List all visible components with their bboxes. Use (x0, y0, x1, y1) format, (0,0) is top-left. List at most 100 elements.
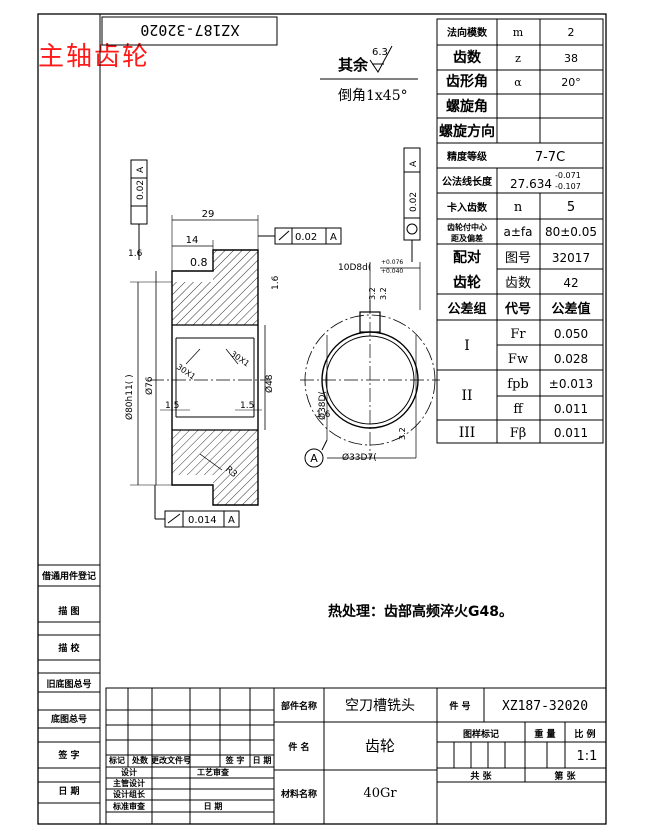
param-name-direction: 螺旋方向 (439, 123, 495, 140)
tol-left-ref: A (136, 166, 146, 173)
mating-label-2: 齿轮 (453, 274, 481, 291)
tb-stage-label: 图样标记 (463, 728, 499, 740)
dim-chamfer-2: 30X1 (229, 349, 251, 368)
span-teeth-label: 卡入齿数 (447, 201, 488, 214)
mating-fig-label: 图号 (505, 251, 531, 266)
dim-r3-2-b: 3.2 (379, 287, 388, 300)
left-label-date: 日 期 (58, 785, 79, 797)
dim-1-6-end: 1.6 (316, 410, 331, 420)
tol-group-1: I (464, 338, 470, 354)
param-value-module: 2 (568, 26, 575, 39)
dim-key: 10D8d( (338, 263, 371, 273)
dim-76: Ø76 (144, 376, 155, 395)
tolerance-frame-left (130, 159, 148, 260)
tolerance-group-header: 公差组 (447, 301, 486, 317)
accuracy-label: 精度等级 (447, 150, 488, 163)
tb-material-label: 材料名称 (280, 788, 317, 800)
left-label-old: 旧底图总号 (46, 678, 91, 690)
left-label-base: 底图总号 (51, 713, 87, 725)
tol-value-fw: 0.028 (554, 352, 588, 366)
dim-chamfer-1: 30X1 (175, 362, 197, 381)
tol-value-fpb: ±0.013 (549, 377, 593, 391)
title-block (105, 687, 607, 825)
tb-rev-date: 日 期 (253, 755, 272, 765)
gear-end-view (300, 147, 440, 468)
tolerance-value-header: 公差值 (551, 301, 590, 317)
tb-weight-label: 重 量 (534, 728, 555, 740)
tol-runout-ref: A (228, 515, 235, 526)
gear-section-view (130, 215, 270, 506)
param-symbol-teeth: z (515, 52, 521, 65)
dim-r3-2-a: 3.2 (368, 287, 377, 300)
tb-name: 齿轮 (365, 737, 395, 755)
tb-rev-mark: 标记 (108, 755, 125, 765)
center-distance-symbol: a±fa (504, 225, 533, 239)
mating-teeth-label: 齿数 (505, 276, 531, 291)
tb-name-label: 件 名 (288, 741, 309, 753)
param-name-teeth: 齿数 (453, 49, 482, 66)
tb-part-no: XZ187-32020 (502, 699, 588, 714)
tb-role-process: 工艺审查 (197, 767, 230, 777)
tol-group-3: III (459, 425, 476, 441)
tol-perp-ref: A (330, 232, 337, 243)
mating-teeth-value: 42 (563, 276, 578, 290)
left-margin-table (38, 564, 100, 804)
tb-scale: 1:1 (577, 749, 598, 764)
tb-part-name: 空刀槽铣头 (345, 698, 415, 714)
dim-0-8: 0.8 (190, 256, 208, 269)
mating-fig-value: 32017 (552, 251, 590, 265)
left-label-check: 描 校 (58, 642, 80, 654)
tb-part-no-label: 件 号 (449, 700, 470, 712)
dim-bore-2: Ø33D7( (342, 452, 377, 463)
left-label-sign: 签 字 (57, 749, 79, 761)
param-symbol-module: m (513, 26, 524, 39)
common-normal-label: 公法线长度 (442, 175, 493, 188)
tol-sym-value: 0.02 (409, 192, 419, 212)
tolerance-frame-perpendicular (258, 227, 342, 245)
param-symbol-angle: α (514, 76, 522, 89)
dim-29: 29 (202, 209, 215, 220)
mating-label-1: 配对 (453, 249, 481, 266)
span-teeth-symbol: n (514, 200, 523, 215)
center-distance-value: 80±0.05 (545, 225, 597, 239)
left-margin-labels: 借通用件登记 描 图 描 校 旧底图总号 底图总号 签 字 日 期 (41, 570, 96, 797)
dim-outer: Ø80h11( ) (124, 374, 135, 420)
dim-1-5-left: 1.5 (165, 401, 179, 411)
span-teeth-value: 5 (567, 200, 575, 215)
tol-code-fw: Fw (508, 352, 528, 367)
chamfer-note: 倒角1x45° (338, 88, 408, 104)
title-block-text: 部件名称 空刀槽铣头 件 号 XZ187-32020 件 名 齿轮 材料名称 4… (108, 698, 597, 811)
tb-part-name-label: 部件名称 (281, 700, 317, 712)
tolerance-code-header: 代号 (504, 301, 531, 317)
heat-treatment-note: 热处理：齿部高频淬火G48。 (328, 603, 513, 620)
param-name-module: 法向模数 (447, 26, 488, 39)
tol-group-2: II (461, 388, 472, 404)
tb-role-lead: 设计组长 (113, 789, 146, 799)
tol-sym-ref: A (409, 160, 419, 167)
tol-left-value: 0.02 (136, 180, 146, 200)
tol-value-fbeta: 0.011 (554, 426, 588, 440)
gear-parameter-table (436, 18, 604, 444)
dim-1-5-right: 1.5 (240, 401, 254, 411)
datum-a-label: A (310, 452, 318, 465)
tolerance-frame-runout (154, 485, 240, 528)
tb-material: 40Gr (363, 786, 397, 801)
tb-role-standard: 标准审查 (112, 801, 146, 811)
end-view-dimension-text: 10D8d( +0.076 +0.040 Ø38D( Ø33D7( 3.2 3.… (310, 160, 419, 465)
drawing-title: 主轴齿轮 (38, 42, 151, 72)
param-name-helix: 螺旋角 (446, 98, 488, 115)
dim-bore: Ø38D( (317, 391, 328, 420)
tb-role-design: 设计 (121, 767, 137, 777)
tol-runout-value: 0.014 (188, 515, 217, 526)
param-value-teeth: 38 (564, 52, 578, 65)
left-label-reg: 借通用件登记 (41, 570, 96, 582)
finish-label: 其余 (338, 56, 369, 74)
dim-1-6-right: 1.6 (271, 275, 281, 290)
tol-value-ff: 0.011 (554, 402, 588, 416)
tb-sheet-label: 第 张 (554, 770, 576, 782)
dim-key-tol-2: +0.040 (381, 268, 403, 275)
tb-role-date: 日 期 (204, 801, 223, 811)
tb-rev-count: 处数 (131, 755, 149, 765)
tb-role-chief: 主管设计 (113, 778, 145, 788)
